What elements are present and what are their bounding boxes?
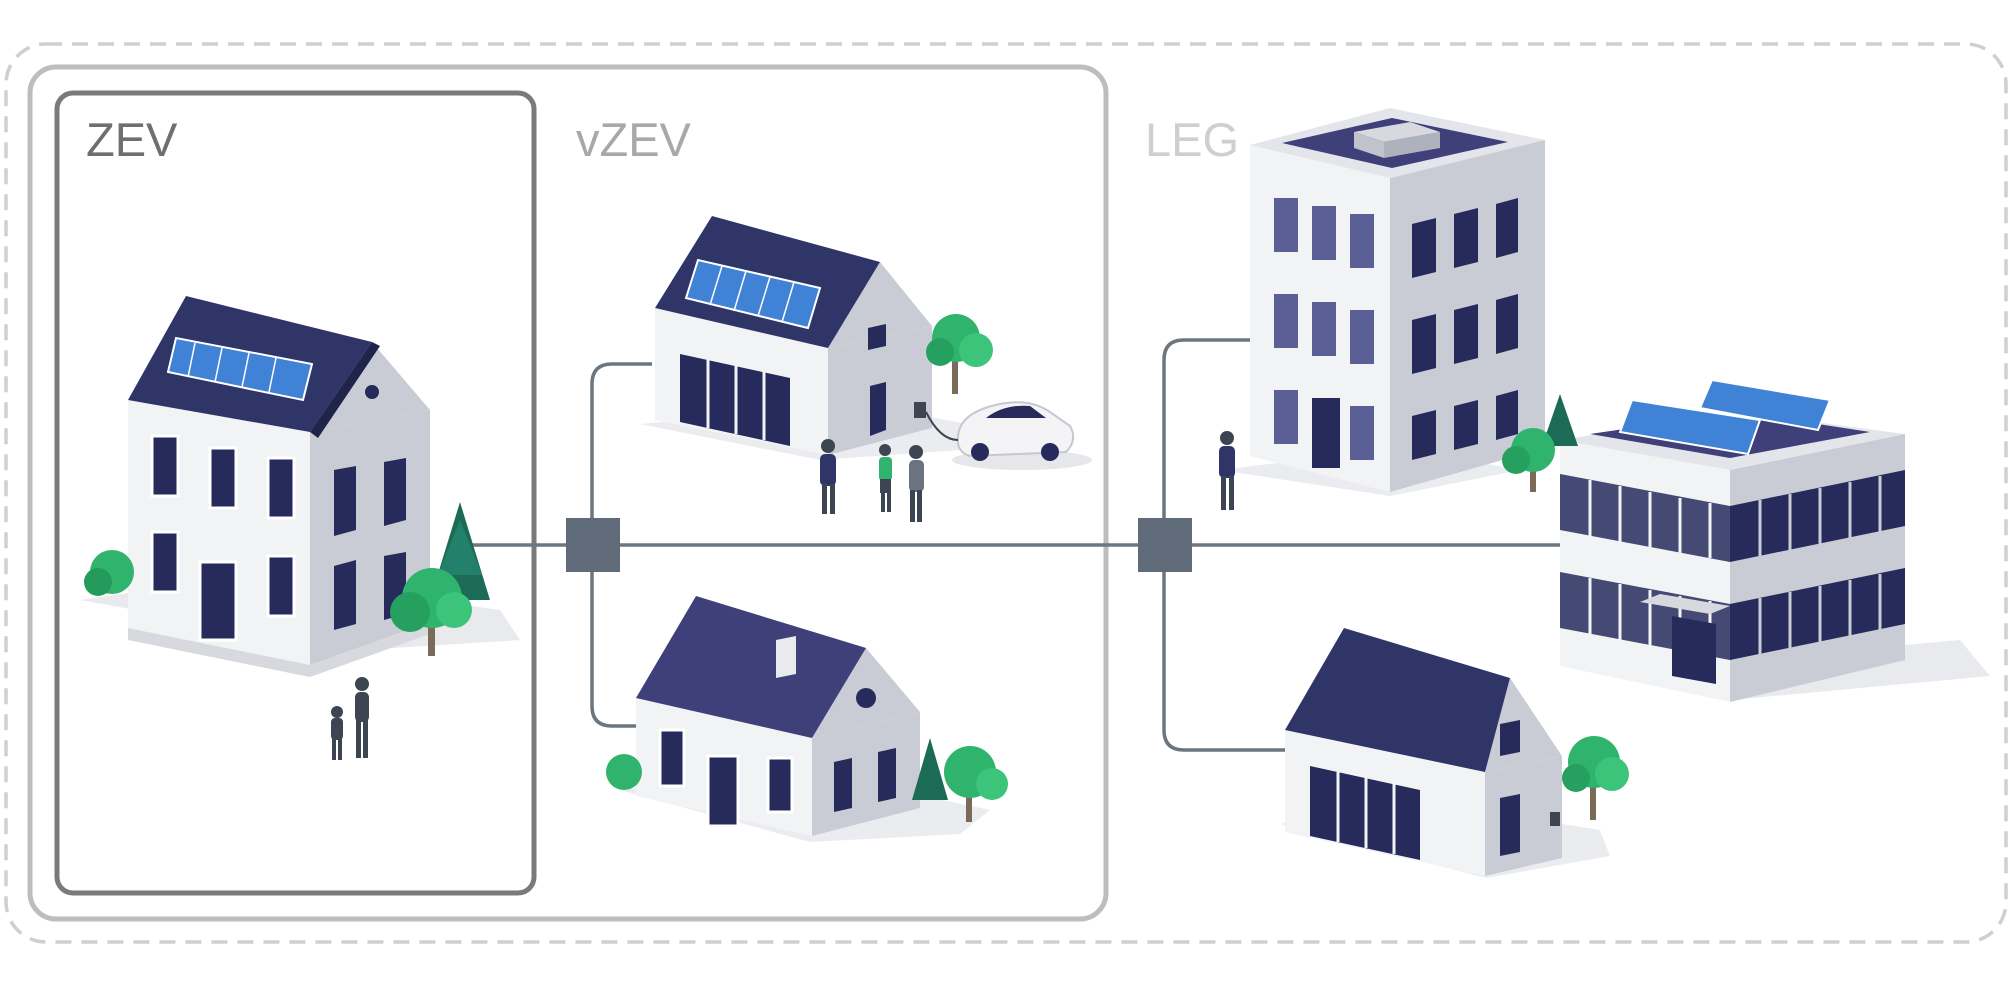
vzev-people-icon xyxy=(820,439,924,522)
vzev-branch-bottom xyxy=(590,545,640,728)
zev-people-icon xyxy=(331,677,369,760)
grid-lines xyxy=(470,338,1565,752)
solar-panel-icon xyxy=(684,258,822,330)
office-building-solar-icon xyxy=(1560,378,1990,702)
vzev-house-bottom-icon xyxy=(620,596,990,842)
leg-branch-bottom xyxy=(1162,545,1285,752)
leg-tree-icon xyxy=(1562,736,1629,820)
ev-charger-icon xyxy=(914,402,926,418)
solar-panel-icon xyxy=(166,336,314,402)
leg-frame xyxy=(4,42,2008,944)
zev-frame xyxy=(54,90,537,896)
zev-tree-icon xyxy=(390,568,472,656)
vzev-house-top-solar-icon xyxy=(640,216,1000,460)
leg-label: LEG xyxy=(1145,113,1239,166)
electric-car-icon xyxy=(925,401,1092,470)
vzev-grid-node-icon xyxy=(566,518,620,572)
zev-tree-small-icon xyxy=(84,550,134,596)
leg-branch-top xyxy=(1162,338,1256,545)
vzev-branch-top xyxy=(590,362,652,545)
vzev-label: vZEV xyxy=(576,113,692,166)
vzev-tree-icon xyxy=(926,314,993,394)
office-trees-icon xyxy=(1502,394,1578,492)
zev-label: ZEV xyxy=(86,113,178,166)
vzev-bottom-trees-icon xyxy=(606,738,1008,822)
vzev-frame xyxy=(27,64,1109,922)
leg-person-icon xyxy=(1219,431,1235,510)
solar-panel-icon xyxy=(1698,378,1832,432)
leg-grid-node-icon xyxy=(1138,518,1192,572)
apartment-building-icon xyxy=(1220,108,1545,496)
leg-house-bottom-icon xyxy=(1280,628,1610,878)
